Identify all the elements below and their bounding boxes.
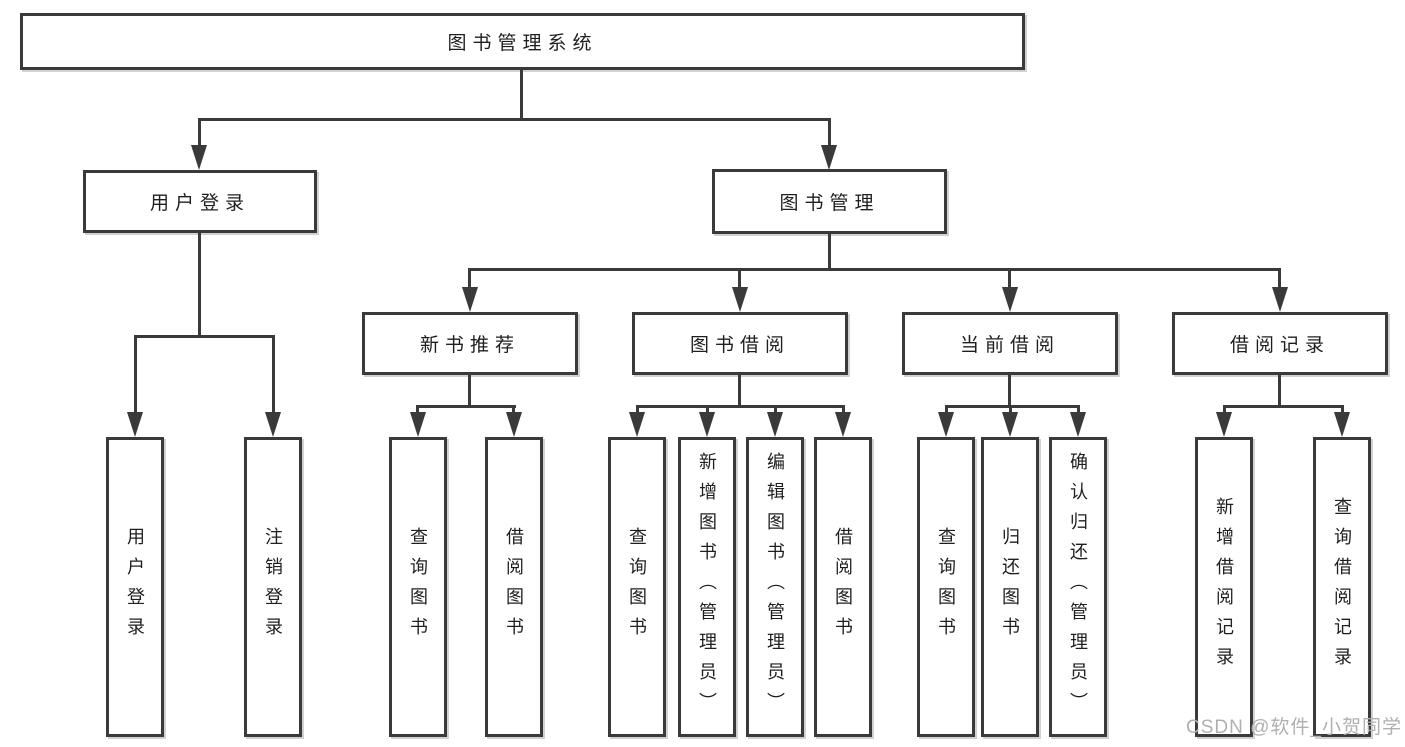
connector-drop: [1008, 268, 1011, 289]
leaf-add-borrow-record: 新增借阅记录: [1195, 437, 1253, 737]
connector-drop: [842, 405, 845, 414]
csdn-watermark: CSDN @软件_小贺同学: [1186, 717, 1402, 738]
arrow-down-icon: [1070, 412, 1086, 437]
connector-current-rail: [945, 405, 1080, 408]
node-root: 图书管理系统: [20, 13, 1025, 70]
connector-drop: [134, 335, 137, 415]
arrow-down-icon: [938, 412, 954, 437]
arrow-down-icon: [1216, 412, 1232, 437]
connector-newrec-stem: [468, 375, 471, 405]
connector-newrec-rail: [416, 405, 516, 408]
arrow-down-icon: [1334, 412, 1350, 437]
arrow-down-icon: [410, 412, 426, 437]
leaf-query-borrow-record: 查询借阅记录: [1313, 437, 1371, 737]
arrow-down-icon: [732, 287, 748, 312]
arrow-down-icon: [767, 412, 783, 437]
connector-drop: [1278, 268, 1281, 289]
leaf-current-query-books: 查询图书: [917, 437, 975, 737]
connector-bookmgmt-rail: [468, 268, 1281, 271]
connector-drop: [945, 405, 948, 414]
arrow-down-icon: [1002, 412, 1018, 437]
connector-borrow-stem: [738, 375, 741, 405]
connector-drop: [468, 268, 471, 289]
arrow-down-icon: [835, 412, 851, 437]
connector-records-stem: [1278, 375, 1281, 405]
arrow-down-icon: [191, 145, 207, 170]
connector-userlogin-stem: [198, 233, 201, 335]
node-borrowing-records: 借阅记录: [1172, 312, 1388, 375]
arrow-down-icon: [1272, 287, 1288, 312]
leaf-return-book: 归还图书: [981, 437, 1039, 737]
arrow-down-icon: [265, 412, 281, 437]
connector-records-rail: [1223, 405, 1344, 408]
connector-userlogin-rail: [134, 335, 275, 338]
connector-drop: [1009, 405, 1012, 414]
arrow-down-icon: [506, 412, 522, 437]
leaf-confirm-return-admin: 确认归还（管理员）: [1049, 437, 1107, 737]
arrow-down-icon: [462, 287, 478, 312]
arrow-down-icon: [127, 412, 143, 437]
arrow-down-icon: [629, 412, 645, 437]
connector-drop: [1341, 405, 1344, 414]
leaf-newrec-borrow-books: 借阅图书: [485, 437, 543, 737]
connector-drop: [1223, 405, 1226, 414]
connector-borrow-rail: [636, 405, 845, 408]
connector-root-rail: [198, 118, 831, 121]
arrow-down-icon: [1002, 287, 1018, 312]
connector-drop: [636, 405, 639, 414]
connector-drop: [198, 118, 201, 147]
connector-drop: [828, 118, 831, 147]
connector-drop: [416, 405, 419, 414]
leaf-borrow-borrow-books: 借阅图书: [814, 437, 872, 737]
connector-drop: [512, 405, 515, 414]
node-new-book-recommend: 新书推荐: [362, 312, 578, 375]
connector-drop: [706, 405, 709, 414]
arrow-down-icon: [821, 145, 837, 170]
leaf-borrow-query-books: 查询图书: [608, 437, 666, 737]
leaf-edit-book-admin: 编辑图书（管理员）: [746, 437, 804, 737]
leaf-logout: 注销登录: [244, 437, 302, 737]
leaf-newrec-query-books: 查询图书: [389, 437, 447, 737]
leaf-add-book-admin: 新增图书（管理员）: [678, 437, 736, 737]
connector-drop: [1077, 405, 1080, 414]
node-user-login: 用户登录: [83, 170, 317, 233]
node-book-management: 图书管理: [712, 169, 947, 234]
arrow-down-icon: [699, 412, 715, 437]
connector-current-stem: [1008, 375, 1011, 405]
connector-drop: [272, 335, 275, 415]
connector-root-stem: [520, 70, 523, 118]
connector-bookmgmt-stem: [828, 234, 831, 268]
node-current-borrowing: 当前借阅: [902, 312, 1118, 375]
connector-drop: [738, 268, 741, 289]
connector-drop: [774, 405, 777, 414]
node-book-borrowing: 图书借阅: [632, 312, 848, 375]
leaf-user-login: 用户登录: [106, 437, 164, 737]
